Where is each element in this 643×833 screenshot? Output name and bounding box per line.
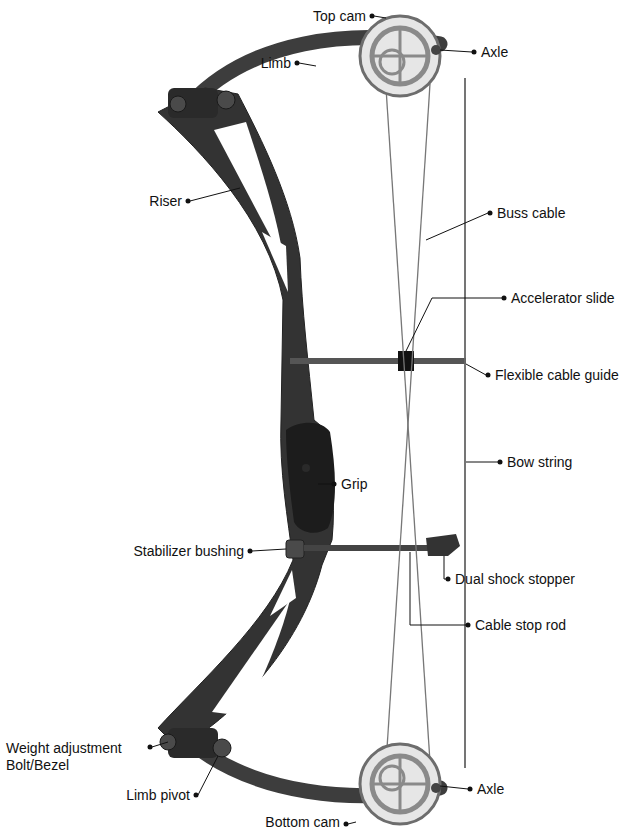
cable-stop-rod (304, 545, 434, 551)
part-label: Riser (149, 193, 182, 210)
top-limb-pocket (168, 88, 218, 118)
riser-window (262, 232, 288, 292)
part-label: Flexible cable guide (495, 367, 619, 384)
dual-shock-stopper (426, 534, 460, 556)
weight-bolt (170, 96, 186, 112)
part-label: Axle (481, 44, 508, 61)
part-label: Weight adjustment Bolt/Bezel (6, 740, 144, 774)
limb-pivot (213, 739, 231, 757)
limb-pivot (217, 91, 235, 109)
part-label: Dual shock stopper (455, 571, 575, 588)
grip-dot (302, 464, 310, 472)
part-label: Bow string (507, 454, 572, 471)
leader-dots (148, 14, 507, 827)
part-label: Bottom cam (265, 814, 340, 831)
stabilizer-bushing (286, 540, 304, 558)
flexible-cable-guide (290, 358, 466, 364)
riser-window (212, 600, 290, 716)
control-cable (386, 84, 430, 764)
part-label: Top cam (313, 8, 366, 25)
part-label: Limb (261, 55, 291, 72)
part-label: Buss cable (497, 205, 565, 222)
part-label: Stabilizer bushing (133, 543, 244, 560)
bow-string (464, 78, 466, 768)
top-cam (360, 16, 441, 96)
part-label: Cable stop rod (475, 617, 566, 634)
leader-lines (152, 16, 502, 824)
grip (286, 423, 335, 533)
riser (158, 88, 333, 748)
part-label: Axle (477, 781, 504, 798)
bottom-cam (360, 744, 441, 824)
part-label: Limb pivot (126, 787, 190, 804)
riser-window (270, 570, 296, 616)
part-label: Accelerator slide (511, 290, 615, 307)
part-label: Grip (341, 476, 367, 493)
